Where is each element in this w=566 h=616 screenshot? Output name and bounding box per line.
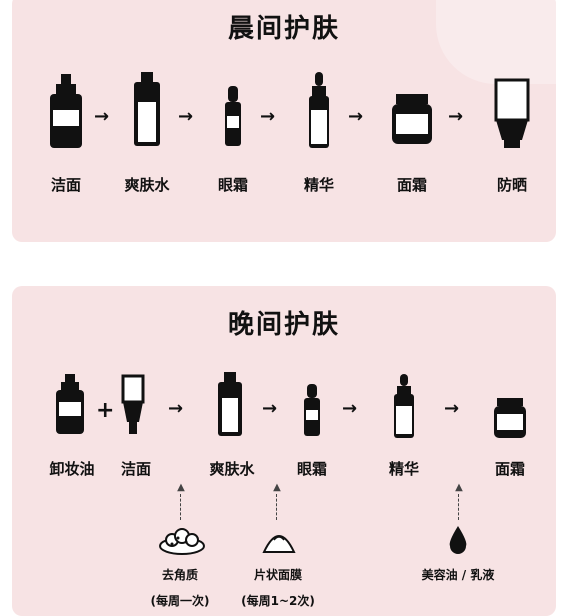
morning-routine-card: 晨间护肤 → → → → → 洁面 爽肤水 眼	[12, 0, 556, 242]
dashed-arrow-head-icon: ▲	[455, 482, 463, 493]
cleanser-tube-icon	[121, 374, 145, 434]
makeup-remover-bottle-icon	[56, 374, 84, 434]
step-label: 防晒	[496, 176, 528, 194]
step-label: 面霜	[494, 460, 526, 478]
face-cream-jar-icon	[392, 94, 432, 144]
dashed-connector	[180, 494, 181, 520]
dashed-connector	[276, 494, 277, 520]
arrow-icon: →	[348, 106, 364, 127]
plus-icon: +	[96, 398, 115, 423]
step-label: 眼霜	[296, 460, 328, 478]
step-label: 卸妆油	[49, 460, 95, 478]
eye-cream-icon	[225, 86, 241, 146]
sunscreen-tube-icon	[494, 78, 530, 148]
arrow-icon: →	[262, 398, 278, 419]
arrow-icon: →	[178, 106, 194, 127]
morning-title: 晨间护肤	[227, 14, 340, 44]
toner-bottle-icon	[134, 72, 160, 146]
note-label: 片状面膜	[253, 568, 303, 582]
note-label: 去角质	[161, 568, 199, 582]
arrow-icon: →	[342, 398, 358, 419]
sheet-mask-icon	[262, 535, 296, 553]
note-sub: (每周一次)	[150, 594, 210, 608]
note-sub: (每周1~2次)	[241, 594, 315, 608]
step-label: 面霜	[396, 176, 428, 194]
note-label: 美容油 / 乳液	[421, 568, 495, 582]
dashed-connector	[458, 494, 459, 520]
serum-dropper-icon	[309, 72, 329, 148]
evening-routine-card: 晚间护肤 + → → → → 卸妆油 洁面 爽	[12, 286, 556, 616]
step-label: 爽肤水	[124, 176, 170, 194]
cleanser-bottle-icon	[50, 74, 82, 148]
face-cream-jar-icon	[494, 398, 526, 438]
arrow-icon: →	[260, 106, 276, 127]
step-label: 眼霜	[217, 176, 249, 194]
arrow-icon: →	[448, 106, 464, 127]
step-label: 精华	[388, 460, 420, 478]
step-label: 洁面	[120, 460, 152, 478]
oil-drop-icon	[449, 526, 467, 554]
step-label: 爽肤水	[209, 460, 255, 478]
evening-title: 晚间护肤	[227, 310, 340, 340]
step-label: 精华	[303, 176, 335, 194]
dashed-arrow-head-icon: ▲	[273, 482, 281, 493]
step-label: 洁面	[50, 176, 82, 194]
serum-dropper-icon	[394, 374, 414, 438]
arrow-icon: →	[444, 398, 460, 419]
dashed-arrow-head-icon: ▲	[177, 482, 185, 493]
arrow-icon: →	[94, 106, 110, 127]
exfoliant-foam-icon	[159, 528, 205, 555]
toner-bottle-icon	[218, 372, 242, 436]
eye-cream-icon	[304, 384, 320, 436]
arrow-icon: →	[168, 398, 184, 419]
